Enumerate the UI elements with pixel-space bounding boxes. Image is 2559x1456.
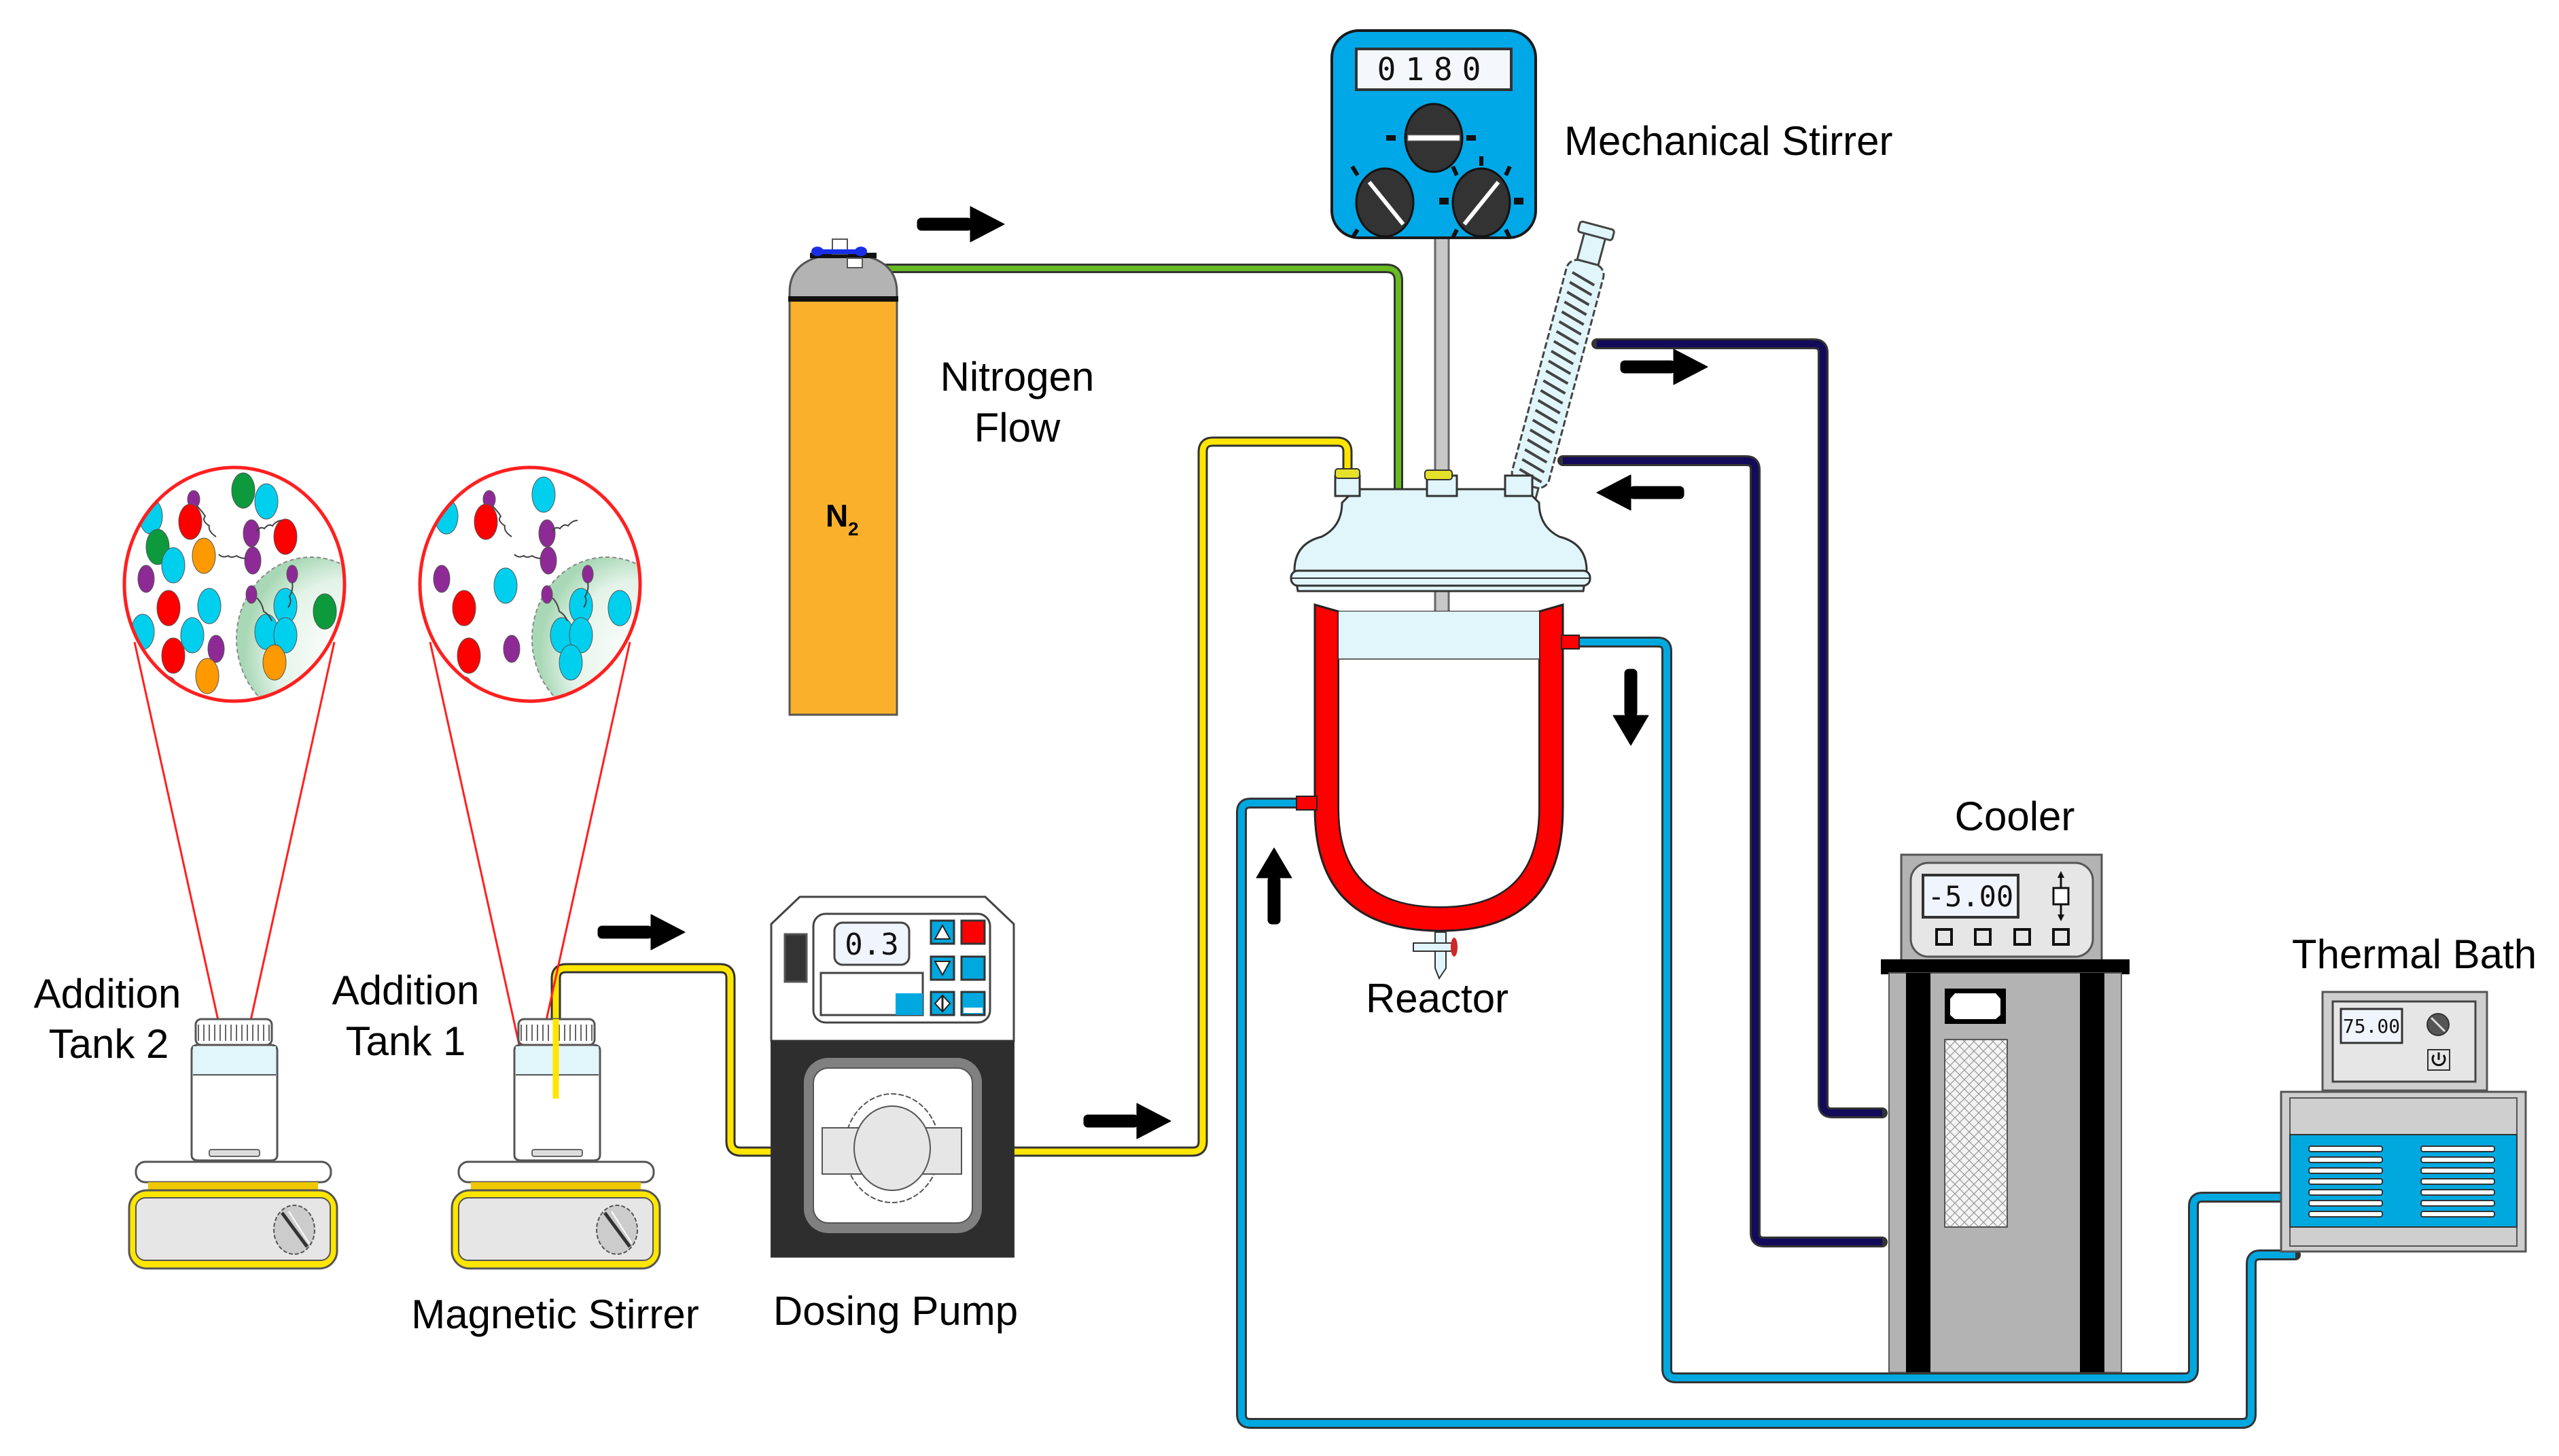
- addition-tank-1-label-line1: Addition: [332, 967, 480, 1013]
- cooler: -5.00: [1881, 853, 2130, 1373]
- cooler-display: [1922, 874, 2019, 919]
- arrow-right-icon: [597, 914, 686, 951]
- feed-tube-pump-to-reactor: [970, 436, 1353, 1157]
- bath-display: [2340, 1008, 2403, 1044]
- nitrogen-flow-label-line2: Flow: [974, 405, 1061, 450]
- n2-subscript: 2: [848, 518, 859, 539]
- thermal-bath: 75.00: [2280, 991, 2527, 1253]
- pump-display: [833, 921, 911, 966]
- nitrogen-cylinder: N 2: [788, 238, 898, 716]
- temperature-knob[interactable]: [1439, 156, 1523, 239]
- condenser-coil: [1519, 271, 1595, 484]
- bath-dial-icon[interactable]: [2426, 1013, 2450, 1036]
- reactor-label: Reactor: [1366, 976, 1508, 1021]
- particles: [433, 476, 632, 699]
- pump-stop-button[interactable]: [960, 919, 986, 945]
- pump-direction-button[interactable]: [930, 991, 955, 1016]
- dosing-pump-label: Dosing Pump: [773, 1288, 1018, 1334]
- pump-up-button[interactable]: [930, 919, 955, 945]
- stirrer-plate: [457, 1160, 655, 1184]
- thermal-bath-label: Thermal Bath: [2292, 931, 2537, 977]
- magnified-view-tank-1: [418, 465, 642, 1095]
- cylinder-shoulder: [788, 255, 898, 300]
- stirrer-speed-dial[interactable]: [596, 1205, 638, 1255]
- pump-down-button[interactable]: [930, 955, 955, 981]
- addition-tank-1: [513, 1018, 601, 1162]
- stirrer-plate: [135, 1160, 332, 1184]
- n2-symbol: N: [826, 498, 848, 533]
- magnetic-stirrer-1: [451, 1160, 661, 1270]
- nitrogen-flow-label-line1: Nitrogen: [940, 354, 1095, 399]
- timer-knob[interactable]: [1350, 165, 1415, 239]
- pump-start-button[interactable]: [960, 955, 986, 981]
- cooler-label: Cooler: [1955, 794, 2075, 839]
- pump-switch: [783, 933, 808, 983]
- pump-rotor: [853, 1105, 931, 1191]
- heating-coil-left: [2308, 1146, 2383, 1218]
- bath-tube-supply: [1236, 798, 2301, 1429]
- condenser-port: [1504, 474, 1534, 497]
- stir-bar: [209, 1149, 260, 1157]
- reactor: [1290, 468, 1591, 980]
- addition-tank-2: [190, 1018, 279, 1162]
- reflux-condenser: [1508, 220, 1615, 516]
- arrow-up-icon: [1256, 847, 1292, 925]
- magnified-view-tank-2: [122, 465, 347, 1095]
- cooler-buttons[interactable]: [1935, 928, 2070, 946]
- magnetic-stirrer-label: Magnetic Stirrer: [411, 1292, 699, 1337]
- bath-temperature-readout: 75.00: [2343, 1015, 2400, 1037]
- magnetic-stirrer-2: [128, 1160, 338, 1270]
- pump-prime-button[interactable]: [960, 991, 986, 1016]
- mechanical-stirrer-label: Mechanical Stirrer: [1564, 118, 1893, 164]
- heating-coil-right: [2420, 1146, 2495, 1218]
- jacket-inlet: [1296, 796, 1318, 811]
- stir-bar: [531, 1149, 583, 1157]
- arrow-right-icon: [1083, 1103, 1171, 1139]
- feed-clamp: [1335, 468, 1360, 479]
- cooler-window: [1950, 993, 2000, 1019]
- flow-arrows: [597, 206, 1708, 1139]
- addition-tank-2-label-line1: Addition: [34, 971, 181, 1016]
- bath-tube-return: [1571, 637, 2301, 1383]
- bottle-cap: [194, 1018, 273, 1046]
- power-icon[interactable]: [2427, 1049, 2450, 1071]
- drain-valve[interactable]: [1413, 931, 1458, 980]
- arrow-down-icon: [1612, 669, 1649, 746]
- arrow-right-icon: [1620, 349, 1708, 385]
- nitrogen-tube: [860, 264, 1403, 497]
- addition-tank-2-label-line2: Tank 2: [49, 1021, 169, 1067]
- coolant-tube-out: [1591, 338, 1888, 1118]
- stirrer-speed-dial[interactable]: [273, 1205, 315, 1255]
- valve-handle-icon[interactable]: [811, 247, 867, 256]
- cooler-temperature-readout: -5.00: [1928, 880, 2013, 913]
- stirrer-clamp: [1424, 469, 1453, 480]
- pump-rate-readout: 0.3: [845, 927, 898, 962]
- cooler-vent-grille: [1944, 1039, 2008, 1228]
- reactor-lid: [1293, 488, 1588, 592]
- arrow-right-icon: [917, 206, 1005, 243]
- coolant-tube-in: [1557, 455, 1888, 1247]
- rpm-readout: 0180: [1377, 51, 1491, 88]
- dosing-pump: 0.3: [770, 895, 1015, 1258]
- arrow-left-icon: [1596, 474, 1684, 511]
- rpm-display: [1355, 48, 1513, 91]
- speed-knob[interactable]: [1386, 103, 1481, 173]
- cooler-top-ledge: [1881, 959, 2130, 974]
- adjust-arrows-icon[interactable]: [2052, 871, 2070, 921]
- cylinder-body: [788, 298, 898, 716]
- jacket-outlet: [1561, 635, 1580, 650]
- addition-tank-1-label-line2: Tank 1: [346, 1018, 466, 1064]
